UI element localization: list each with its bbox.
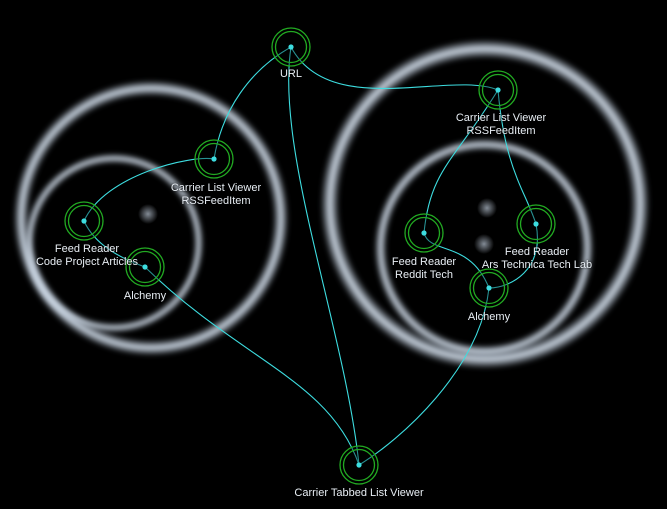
node-carrier-tabbed-list-viewer[interactable] (339, 445, 379, 485)
node-carrier-list-viewer-left[interactable] (194, 139, 234, 179)
nodes (64, 27, 556, 485)
node-feed-reader-reddit[interactable] (404, 213, 444, 253)
node-anchor-dot (533, 221, 539, 227)
edges (83, 46, 538, 466)
node-label-carrier-tabbed-list-viewer: Carrier Tabbed List Viewer (294, 487, 423, 500)
node-label-line: Feed Reader (504, 246, 570, 258)
edge-url-to-carrier-tabbed-list-viewer (288, 46, 360, 466)
node-label-line: RSSFeedItem (181, 195, 251, 207)
group-circle (24, 153, 204, 333)
node-inner-ring (481, 73, 515, 107)
node-anchor-dot (486, 285, 492, 291)
node-inner-ring (342, 448, 376, 482)
node-label-line: Alchemy (467, 311, 511, 323)
node-label-url: URL (280, 68, 302, 81)
edge-alchemy-left-to-carrier-tabbed-list-viewer (144, 266, 360, 466)
node-inner-ring (407, 216, 441, 250)
node-label-alchemy-right: Alchemy (468, 311, 510, 324)
node-anchor-dot (356, 462, 362, 468)
node-alchemy-right[interactable] (469, 268, 509, 308)
group-center-glow (474, 234, 494, 254)
node-url[interactable] (271, 27, 311, 67)
edge-feed-reader-arstechnica-to-alchemy-right (488, 223, 538, 289)
node-anchor-dot (288, 44, 294, 50)
node-anchor-dot (81, 218, 87, 224)
edge-carrier-list-viewer-left-to-feed-reader-codeproject (83, 157, 215, 222)
node-inner-ring (519, 207, 553, 241)
node-carrier-list-viewer-right[interactable] (478, 70, 518, 110)
node-inner-ring (128, 250, 162, 284)
node-anchor-dot (421, 230, 427, 236)
group-center-glow (477, 198, 497, 218)
edge-url-to-carrier-list-viewer-right (290, 46, 499, 91)
node-inner-ring (197, 142, 231, 176)
edge-carrier-list-viewer-right-to-feed-reader-arstechnica (497, 89, 537, 225)
node-inner-ring (472, 271, 506, 305)
node-label-line: RSSFeedItem (466, 125, 536, 137)
node-inner-ring (67, 204, 101, 238)
node-alchemy-left[interactable] (125, 247, 165, 287)
node-label-line: Carrier List Viewer (455, 112, 547, 124)
node-feed-reader-codeproject[interactable] (64, 201, 104, 241)
node-label-alchemy-left: Alchemy (124, 290, 166, 303)
node-label-line: URL (279, 68, 303, 80)
edge-feed-reader-reddit-to-alchemy-right (423, 232, 490, 289)
group-center-glow (138, 204, 158, 224)
node-anchor-dot (495, 87, 501, 93)
edge-carrier-list-viewer-right-to-feed-reader-reddit (423, 89, 499, 234)
edge-alchemy-right-to-carrier-tabbed-list-viewer (358, 287, 490, 466)
node-label-line: Feed Reader (54, 243, 120, 255)
node-inner-ring (274, 30, 308, 64)
node-label-line: Code Project Articles (35, 256, 139, 268)
node-label-line: Carrier Tabbed List Viewer (294, 487, 424, 499)
group-circles (13, 39, 650, 369)
node-label-line: Ars Technica Tech Lab (481, 259, 593, 271)
node-label-line: Reddit Tech (395, 269, 453, 281)
node-label-line: Feed Reader (391, 256, 457, 268)
node-anchor-dot (211, 156, 217, 162)
node-label-line: Alchemy (123, 290, 167, 302)
node-label-line: Carrier List Viewer (170, 182, 262, 194)
node-anchor-dot (142, 264, 148, 270)
node-feed-reader-arstechnica[interactable] (516, 204, 556, 244)
edge-feed-reader-codeproject-to-alchemy-left (83, 220, 146, 268)
